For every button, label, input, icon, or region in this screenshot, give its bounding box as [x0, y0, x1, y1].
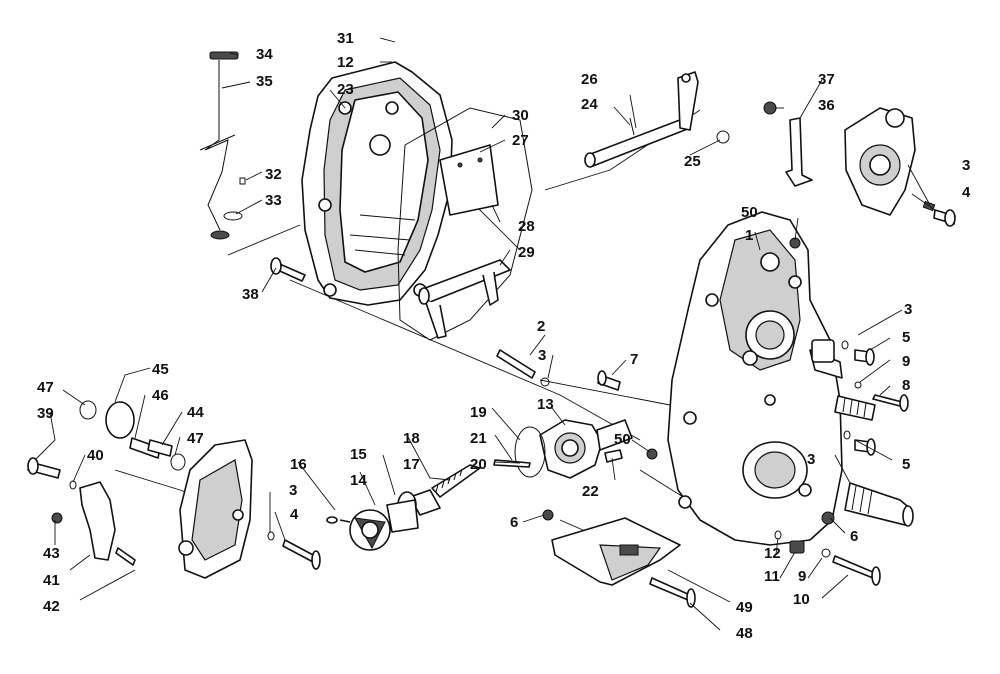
shift-shaft — [584, 71, 730, 168]
callout-49: 49 — [736, 599, 753, 616]
dipstick-handle — [209, 51, 239, 60]
callout-18: 18 — [403, 430, 420, 447]
callout-32: 32 — [265, 166, 282, 183]
callout-28: 28 — [518, 218, 535, 235]
callout-3: 3 — [962, 157, 970, 174]
callout-5: 5 — [902, 329, 910, 346]
callout-48: 48 — [736, 625, 753, 642]
dipstick-rod — [204, 60, 229, 231]
side-cover — [178, 439, 321, 579]
callout-24: 24 — [581, 96, 598, 113]
callout-37: 37 — [818, 71, 835, 88]
callout-38: 38 — [242, 286, 259, 303]
callout-15: 15 — [350, 446, 367, 463]
callout-3: 3 — [904, 301, 912, 318]
shift-housing — [763, 101, 956, 227]
callout-35: 35 — [256, 73, 273, 90]
callout-22: 22 — [582, 483, 599, 500]
callout-29: 29 — [518, 244, 535, 261]
callout-39: 39 — [37, 405, 54, 422]
callout-6: 6 — [850, 528, 858, 545]
callout-12: 12 — [337, 54, 354, 71]
callout-42: 42 — [43, 598, 60, 615]
callout-10: 10 — [793, 591, 810, 608]
callout-50: 50 — [741, 204, 758, 221]
callout-7: 7 — [630, 351, 638, 368]
callout-2: 2 — [537, 318, 545, 335]
callout-27: 27 — [512, 132, 529, 149]
callout-20: 20 — [470, 456, 487, 473]
callout-labels: 1 2 3 3 3 3 3 4 4 5 5 6 6 7 8 9 9 10 11 … — [37, 30, 971, 642]
tensioner-shoe — [418, 259, 511, 339]
callout-45: 45 — [152, 361, 169, 378]
dipstick-clip — [239, 177, 246, 185]
cover-plate — [542, 509, 696, 608]
access-plate — [439, 144, 499, 216]
callout-50: 50 — [614, 431, 631, 448]
callout-25: 25 — [684, 153, 701, 170]
gear-housing — [667, 211, 843, 546]
callout-1: 1 — [745, 227, 753, 244]
callout-4: 4 — [290, 506, 299, 523]
callout-26: 26 — [581, 71, 598, 88]
housing-bolts — [646, 237, 909, 586]
callout-34: 34 — [256, 46, 273, 63]
callout-4: 4 — [962, 184, 971, 201]
dipstick-o-ring — [210, 230, 230, 240]
callout-33: 33 — [265, 192, 282, 209]
callout-44: 44 — [187, 404, 204, 421]
callout-8: 8 — [902, 377, 910, 394]
center-bolts — [270, 257, 621, 391]
callout-5: 5 — [902, 456, 910, 473]
callout-13: 13 — [537, 396, 554, 413]
callout-36: 36 — [818, 97, 835, 114]
leader-lines — [34, 37, 936, 631]
callout-47: 47 — [187, 430, 204, 447]
chaincase-cover — [301, 61, 453, 306]
callout-17: 17 — [403, 456, 420, 473]
callout-3: 3 — [538, 347, 546, 364]
output-shafts — [834, 395, 914, 527]
callout-41: 41 — [43, 572, 60, 589]
callout-21: 21 — [470, 430, 487, 447]
callout-40: 40 — [87, 447, 104, 464]
callout-46: 46 — [152, 387, 169, 404]
callout-31: 31 — [337, 30, 354, 47]
callout-30: 30 — [512, 107, 529, 124]
callout-23: 23 — [337, 81, 354, 98]
callout-12: 12 — [764, 545, 781, 562]
shaft-o-ring — [716, 130, 730, 144]
callout-43: 43 — [43, 545, 60, 562]
callout-14: 14 — [350, 472, 367, 489]
callout-11: 11 — [764, 568, 780, 585]
callout-6: 6 — [510, 514, 518, 531]
callout-3: 3 — [807, 451, 815, 468]
callout-3: 3 — [289, 482, 297, 499]
pump-assembly — [326, 419, 633, 551]
nut — [763, 101, 777, 115]
callout-19: 19 — [470, 404, 487, 421]
dipstick-assembly — [199, 51, 246, 240]
callout-9: 9 — [902, 353, 910, 370]
callout-9: 9 — [798, 568, 806, 585]
callout-47: 47 — [37, 379, 54, 396]
callout-16: 16 — [290, 456, 307, 473]
linkage-parts — [27, 400, 186, 566]
